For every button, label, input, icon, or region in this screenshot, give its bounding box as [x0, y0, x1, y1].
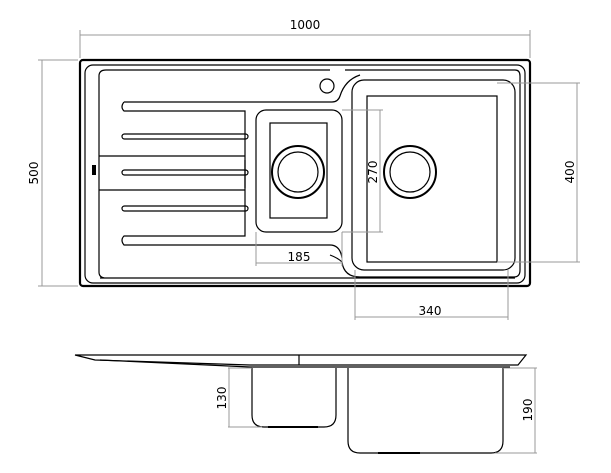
- small-bowl: [255, 109, 343, 233]
- side-large-bowl: [347, 368, 504, 454]
- large-bowl-drain-inner: [389, 151, 431, 193]
- drainer-ribs: [121, 74, 361, 259]
- dim-overall-depth: 500: [27, 162, 41, 185]
- side-view: 130 190: [74, 354, 537, 454]
- drainer-zone-line: [99, 155, 245, 191]
- dim-small-bowl-width: 185: [288, 250, 311, 264]
- small-bowl-drain-inner: [277, 151, 319, 193]
- top-view: [78, 58, 532, 288]
- large-bowl-base: [366, 95, 498, 263]
- drainer-rib: [121, 169, 249, 176]
- drainer-rib: [121, 205, 249, 212]
- small-bowl-rim: [255, 109, 343, 233]
- tap-hole: [319, 78, 335, 94]
- dim-overall-width: 1000: [290, 18, 321, 32]
- sink-outer-edge: [78, 58, 532, 288]
- large-bowl: [351, 79, 516, 271]
- drainer-rib: [121, 74, 361, 188]
- sink-inner-edge: [84, 64, 526, 284]
- side-small-bowl: [251, 368, 337, 428]
- drainer-rib: [121, 133, 249, 140]
- drainer-rib: [121, 160, 343, 259]
- dim-small-bowl-length: 270: [366, 161, 380, 184]
- small-bowl-drain: [271, 145, 325, 199]
- small-bowl-base: [269, 122, 328, 219]
- large-bowl-drain: [383, 145, 437, 199]
- dim-small-bowl-depth: 130: [215, 387, 229, 410]
- side-top-edge: [74, 354, 528, 366]
- dimension-lines: 1000 500 185 270 400 340: [27, 18, 580, 320]
- dim-large-bowl-length: 400: [563, 161, 577, 184]
- dim-large-bowl-depth: 190: [521, 399, 535, 422]
- drainer-outline: [98, 69, 521, 279]
- dim-large-bowl-width: 340: [419, 304, 442, 318]
- large-bowl-rim: [351, 79, 516, 271]
- logo-mark: [92, 165, 96, 175]
